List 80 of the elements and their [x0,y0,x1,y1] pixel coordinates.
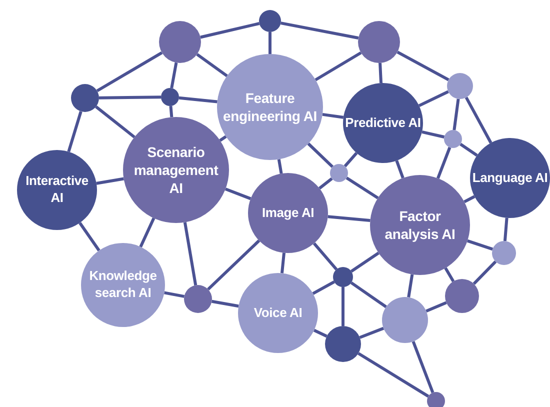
circle-node [159,21,201,63]
connector-line [422,130,445,138]
connector-line [207,240,260,290]
connector-line [219,135,227,142]
connector-line [312,242,338,270]
connector-line [436,146,452,179]
circle-node [427,392,445,407]
connector-line [96,51,163,92]
connector-line [358,352,430,398]
connector-line [395,160,404,178]
connector-line [396,50,450,82]
connector-line [268,32,272,54]
connector-line [344,152,358,168]
connector-line [464,195,476,204]
connector-line [313,328,328,338]
circle-node [382,297,428,343]
circle-node [259,10,281,32]
circle-node [445,279,479,313]
connector-line [472,260,497,285]
connector-line [95,106,136,138]
node-label: Knowledge search AI [88,268,158,302]
connector-line [280,252,286,274]
connector-line [139,218,156,248]
node-label: Voice AI [254,304,302,322]
circle-node [470,138,550,218]
circle-node [248,173,328,253]
connector-line [460,142,478,157]
circle-node [333,267,353,287]
connector-line [359,326,384,339]
connector-line [346,176,379,200]
connector-line [466,239,494,251]
connector-line [328,215,370,222]
connector-line [277,159,283,174]
circle-node [161,88,179,106]
circle-node [330,164,348,182]
circle-node [71,84,99,112]
connector-line [412,340,434,394]
connector-line [78,222,100,252]
connector-line [169,106,174,118]
connector-line [307,142,334,168]
connector-line [407,274,414,298]
connector-line [452,98,460,130]
connector-line [212,300,239,308]
connector-line [503,218,508,242]
connector-line [196,53,228,78]
connector-line [178,96,218,104]
connector-line [200,22,260,39]
node-label: Interactive AI [24,173,90,207]
connector-line [378,62,383,84]
connector-line [444,267,455,282]
circle-node [492,241,516,265]
connector-line [426,301,447,312]
connector-line [314,51,362,82]
connector-line [312,280,335,295]
circle-node [325,326,361,362]
connector-line [350,252,380,273]
connector-line [96,177,124,185]
connector-line [280,22,359,40]
node-label: Feature engineering AI [222,88,318,126]
connector-line [67,110,82,152]
connector-line [170,62,178,88]
circle-node [447,73,473,99]
circle-node [184,285,212,313]
connector-line [98,96,162,100]
node-label: Language AI [472,170,548,186]
node-label: Factor analysis AI [384,206,456,244]
connector-line [224,188,252,200]
circle-node [358,21,400,63]
connector-line [342,287,344,326]
node-label: Scenario management AI [132,142,220,198]
connector-line [418,90,449,108]
connector-line [322,112,344,119]
node-label: Image AI [262,204,314,222]
connector-line [164,291,185,298]
connector-line [318,177,333,190]
node-label: Predictive AI [345,114,421,132]
connector-line [183,222,198,286]
connector-line [464,96,492,144]
connector-line [350,281,387,308]
circle-node [444,130,462,148]
